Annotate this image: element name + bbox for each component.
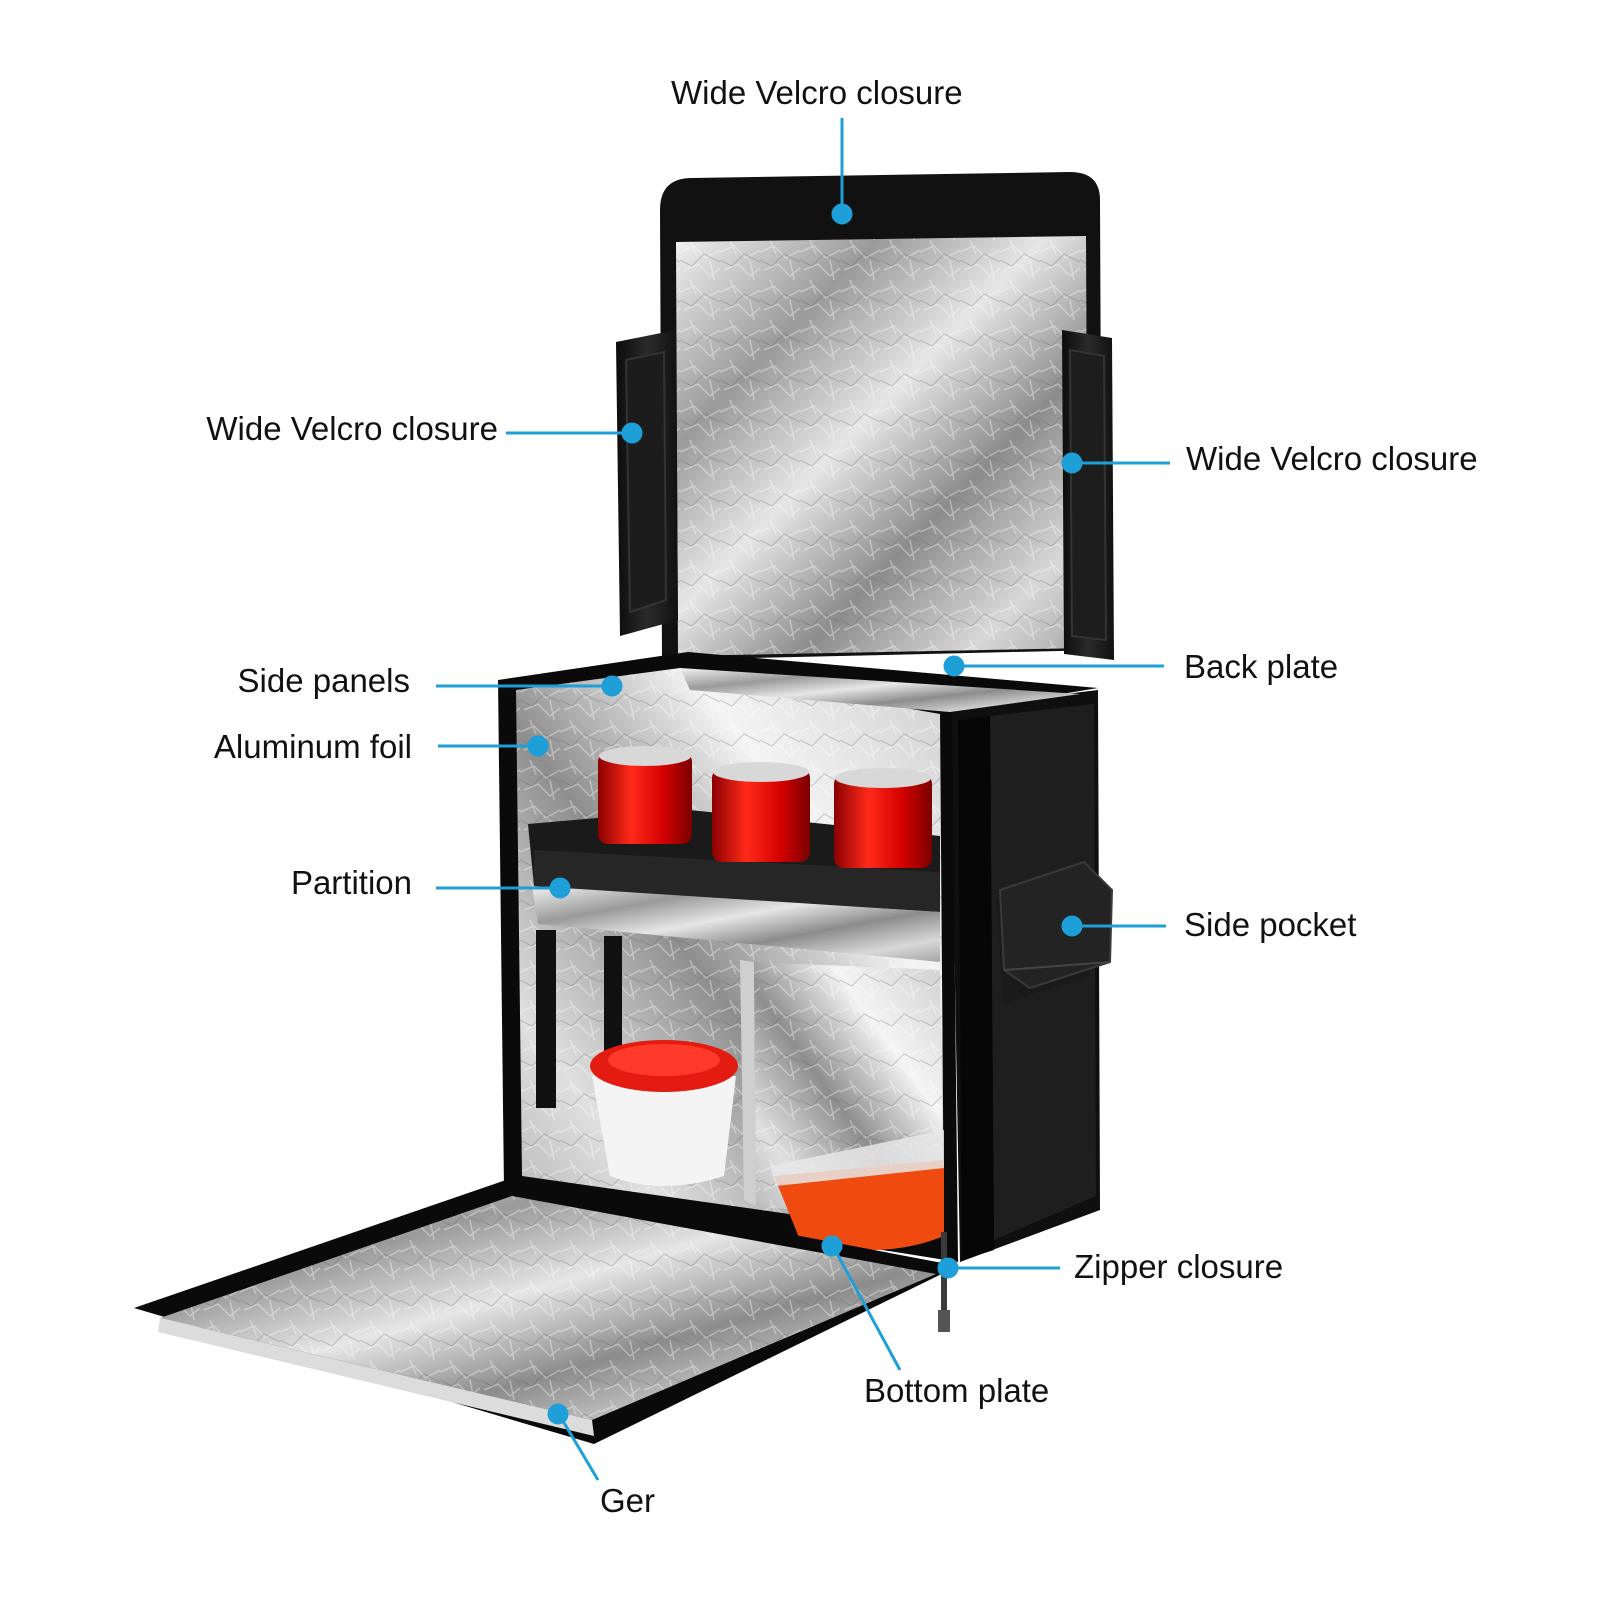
- inner-strap-left: [536, 930, 556, 1108]
- can-1: [598, 746, 692, 844]
- label-velcro-top: Wide Velcro closure: [671, 74, 963, 111]
- left-velcro-flap: [616, 330, 678, 636]
- label-velcro-right: Wide Velcro closure: [1186, 440, 1478, 477]
- dot-velcro-top: [831, 203, 853, 225]
- soda-cans: [598, 746, 932, 868]
- dot-side-panels: [601, 675, 623, 697]
- front-flap-bottom: [134, 1180, 958, 1444]
- label-side-pocket: Side pocket: [1184, 906, 1357, 943]
- label-bottom-plate: Bottom plate: [864, 1372, 1050, 1409]
- dot-velcro-left: [621, 422, 643, 444]
- dot-ger: [547, 1403, 569, 1425]
- label-zipper-closure: Zipper closure: [1074, 1248, 1284, 1285]
- bowl-container: [590, 1040, 738, 1186]
- top-lid: [660, 172, 1102, 660]
- right-velcro-flap: [1062, 330, 1114, 660]
- callout-markers: [436, 118, 1170, 1481]
- label-partition: Partition: [290, 864, 412, 901]
- can-2: [712, 762, 810, 862]
- can-3: [834, 768, 932, 868]
- dot-aluminum-foil: [527, 735, 549, 757]
- zipper-pull: [938, 1310, 950, 1332]
- label-velcro-left: Wide Velcro closure: [206, 410, 498, 447]
- dot-partition: [549, 877, 571, 899]
- dot-side-pocket: [1061, 915, 1083, 937]
- dot-bottom-plate: [821, 1235, 843, 1257]
- leader-bottom-plate: [832, 1247, 902, 1371]
- side-pocket: [996, 860, 1114, 1004]
- label-aluminum-foil: Aluminum foil: [213, 728, 412, 765]
- dot-back-plate: [943, 655, 965, 677]
- label-side-panels: Side panels: [237, 662, 410, 699]
- inner-strap-right: [604, 936, 622, 1060]
- leader-ger: [558, 1415, 600, 1481]
- dot-zipper-closure: [937, 1257, 959, 1279]
- label-back-plate: Back plate: [1184, 648, 1339, 685]
- orange-container: [770, 1130, 944, 1251]
- dot-velcro-right: [1061, 452, 1083, 474]
- label-ger: Ger: [600, 1482, 656, 1519]
